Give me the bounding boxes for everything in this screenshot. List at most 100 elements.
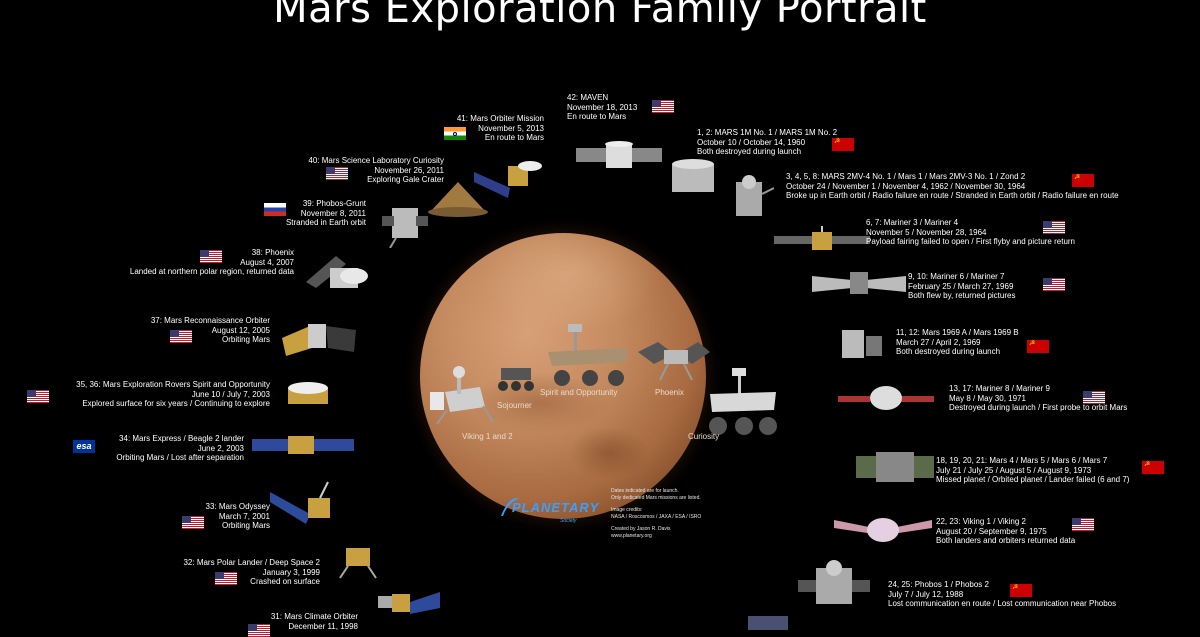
mission-date: October 24 / November 1 / November 4, 19… <box>786 181 1026 191</box>
mission-date: July 7 / July 12, 1988 <box>888 589 964 599</box>
phobos-probe-illustration <box>798 560 870 604</box>
planetary-society-logo-sub: Society <box>560 518 577 524</box>
mission-name: 18, 19, 20, 21: Mars 4 / Mars 5 / Mars 6… <box>936 456 1108 465</box>
mission-mro: 37: Mars Reconnaissance Orbiter August 1… <box>151 316 270 345</box>
mars-2mv-illustration <box>736 175 774 216</box>
mission-date: October 10 / October 14, 1960 <box>697 137 806 147</box>
mission-date: November 5 / November 28, 1964 <box>866 227 987 237</box>
mission-date: February 25 / March 27, 1969 <box>908 281 1014 291</box>
mission-status: Orbiting Mars / Lost after separation <box>116 453 244 463</box>
mission-status: Both destroyed during launch <box>697 147 802 157</box>
mission-name: 3, 4, 5, 8: MARS 2MV-4 No. 1 / Mars 1 / … <box>786 172 1026 181</box>
usa-flag-icon <box>182 516 204 529</box>
mission-date: March 27 / April 2, 1969 <box>896 337 981 347</box>
mission-phoenix: 38: Phoenix August 4, 2007 Landed at nor… <box>130 248 294 277</box>
usa-flag-icon <box>1043 278 1065 291</box>
mission-date: May 8 / May 30, 1971 <box>949 393 1026 403</box>
mission-name: 32: Mars Polar Lander / Deep Space 2 <box>183 558 320 567</box>
viking-orbiter-illustration <box>834 518 932 542</box>
mission-status: Missed planet / Orbited planet / Lander … <box>936 475 1130 485</box>
mars-climate-orbiter-illustration <box>378 592 440 614</box>
created-by: Created by Jason R. Davis <box>611 526 671 532</box>
mro-spacecraft-illustration <box>282 324 356 356</box>
mission-name: 34: Mars Express / Beagle 2 lander <box>119 434 244 443</box>
mission-mars-4-7: 18, 19, 20, 21: Mars 4 / Mars 5 / Mars 6… <box>936 456 1129 485</box>
mission-status: En route to Mars <box>484 133 544 143</box>
mission-msl: 40: Mars Science Laboratory Curiosity No… <box>308 156 444 185</box>
usa-flag-icon <box>1043 221 1065 234</box>
mission-status: Crashed on surface <box>250 577 320 587</box>
mission-mco: 31: Mars Climate Orbiter December 11, 19… <box>271 612 358 631</box>
mission-maven: 42: MAVEN November 18, 2013 En route to … <box>567 93 637 122</box>
mission-name: 24, 25: Phobos 1 / Phobos 2 <box>888 580 989 589</box>
mission-name: 41: Mars Orbiter Mission <box>456 114 544 123</box>
mission-mariner-8-9: 13, 17: Mariner 8 / Mariner 9 May 8 / Ma… <box>949 384 1127 413</box>
mission-phobos: 24, 25: Phobos 1 / Phobos 2 July 7 / Jul… <box>888 580 1116 609</box>
mission-status: Lost communication en route / Lost commu… <box>888 599 1117 609</box>
usa-flag-icon <box>326 167 348 180</box>
mission-date: November 5, 2013 <box>478 123 544 133</box>
usa-flag-icon <box>200 250 222 263</box>
mission-status: Destroyed during launch / First probe to… <box>949 403 1128 413</box>
mariner-9-illustration <box>838 386 934 410</box>
mission-status: Both flew by, returned pictures <box>908 291 1016 301</box>
sojourner-label: Sojourner <box>497 401 532 410</box>
mission-date: December 11, 1998 <box>288 621 358 631</box>
mission-name: 40: Mars Science Laboratory Curiosity <box>308 156 444 165</box>
mission-status: Explored surface for six years / Continu… <box>82 399 270 409</box>
spirit-rover-illustration <box>548 324 628 386</box>
mission-status: Stranded in Earth orbit <box>285 218 366 228</box>
phoenix-label: Phoenix <box>655 388 684 397</box>
mission-mars-1m: 1, 2: MARS 1M No. 1 / MARS 1M No. 2 Octo… <box>697 128 837 157</box>
ussr-flag-icon <box>1010 583 1032 597</box>
usa-flag-icon <box>27 390 49 403</box>
mission-mariner-6-7: 9, 10: Mariner 6 / Mariner 7 February 25… <box>908 272 1015 301</box>
usa-flag-icon <box>1083 391 1105 404</box>
mission-name: 31: Mars Climate Orbiter <box>270 612 358 621</box>
usa-flag-icon <box>652 100 674 113</box>
credits-block: Dates indicated are for launch. Only ded… <box>611 488 701 540</box>
sojourner-rover-illustration <box>498 368 534 391</box>
mission-mom: 41: Mars Orbiter Mission November 5, 201… <box>457 114 544 143</box>
dates-note-1: Dates indicated are for launch. <box>611 488 679 494</box>
mission-date: August 20 / September 9, 1975 <box>936 526 1047 536</box>
mission-status: En route to Mars <box>567 112 627 122</box>
mission-status: Both landers and orbiters returned data <box>936 536 1076 546</box>
mer-cruise-stage-illustration <box>288 382 328 404</box>
mission-name: 9, 10: Mariner 6 / Mariner 7 <box>908 272 1005 281</box>
mission-name: 42: MAVEN <box>567 93 609 102</box>
mission-date: June 10 / July 7, 2003 <box>191 389 270 399</box>
mission-odyssey: 33: Mars Odyssey March 7, 2001 Orbiting … <box>206 502 270 531</box>
mars-4-7-illustration <box>856 452 934 482</box>
mission-name: 6, 7: Mariner 3 / Mariner 4 <box>866 218 959 227</box>
mars-1m-illustration <box>672 159 714 192</box>
mission-date: March 7, 2001 <box>218 511 270 521</box>
curiosity-rover-illustration <box>709 368 777 435</box>
mission-mars-1969: 11, 12: Mars 1969 A / Mars 1969 B March … <box>896 328 1019 357</box>
mission-date: August 12, 2005 <box>211 325 270 335</box>
mission-status: Orbiting Mars <box>221 521 270 531</box>
mission-date: November 8, 2011 <box>300 208 366 218</box>
viking-lander-illustration <box>430 366 494 425</box>
mission-mariner-3-4: 6, 7: Mariner 3 / Mariner 4 November 5 /… <box>866 218 1075 247</box>
msl-aeroshell-illustration <box>428 182 488 217</box>
mission-mars-express: 34: Mars Express / Beagle 2 lander June … <box>116 434 244 463</box>
mission-date: November 18, 2013 <box>567 102 638 112</box>
ussr-flag-icon <box>1027 339 1049 353</box>
mission-status: Exploring Gale Crater <box>367 175 444 185</box>
mission-date: July 21 / July 25 / August 5 / August 9,… <box>936 465 1092 475</box>
maven-spacecraft-illustration <box>576 141 662 168</box>
page-title: Mars Exploration Family Portrait <box>273 0 927 32</box>
mission-date: August 4, 2007 <box>240 257 294 267</box>
mission-phobos-grunt: 39: Phobos-Grunt November 8, 2011 Strand… <box>286 199 366 228</box>
phoenix-lander-illustration <box>638 342 710 381</box>
mars-odyssey-illustration <box>270 481 330 524</box>
website: www.planetary.org <box>611 533 652 539</box>
spirit-label: Spirit and Opportunity <box>540 388 618 397</box>
mariner-4-illustration <box>774 226 870 250</box>
mission-name: 1, 2: MARS 1M No. 1 / MARS 1M No. 2 <box>697 128 838 137</box>
mission-name: 39: Phobos-Grunt <box>302 199 366 208</box>
mission-status: Landed at northern polar region, returne… <box>129 267 294 277</box>
mission-name: 37: Mars Reconnaissance Orbiter <box>150 316 270 325</box>
mission-name: 33: Mars Odyssey <box>205 502 270 511</box>
